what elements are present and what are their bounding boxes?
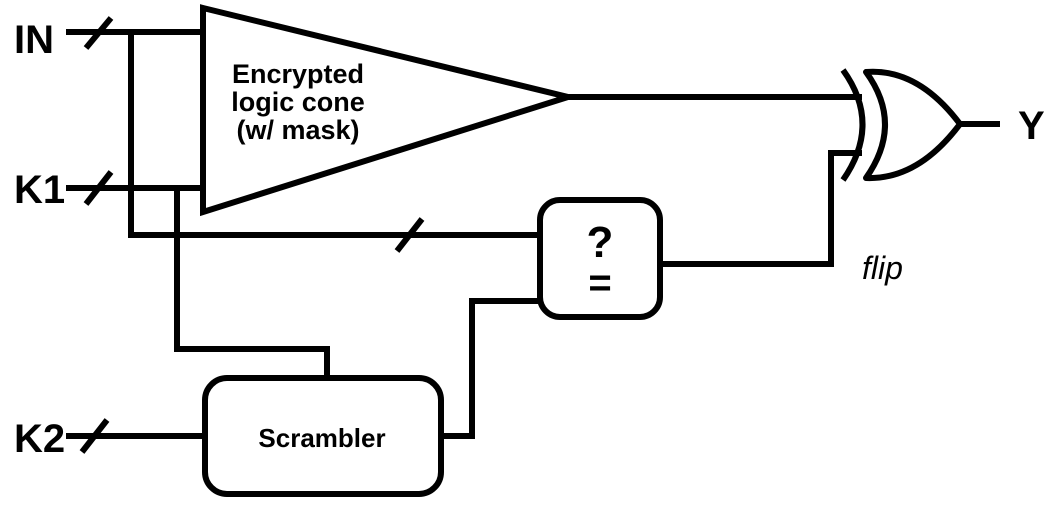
xor-body [863, 68, 963, 182]
comparator-question-mark: ? [587, 218, 614, 267]
scrambler-block [202, 375, 444, 497]
scrambler-to-comparator-wire [441, 298, 540, 439]
xor-gate [840, 68, 963, 182]
k1-to-scrambler-wire [174, 188, 330, 378]
comparator-equals: = [588, 261, 611, 305]
k1-label: K1 [14, 168, 65, 212]
cone-label-line2: logic cone [231, 87, 365, 117]
comparator-block [537, 197, 663, 320]
y-label: Y [1018, 104, 1045, 148]
xor-input-arc [840, 68, 866, 182]
k2-label: K2 [14, 417, 65, 461]
scrambler-label: Scrambler [258, 423, 385, 453]
k2-bus-slash [79, 418, 110, 454]
encrypted-logic-cone [200, 4, 580, 217]
cone-label-line1: Encrypted [232, 59, 364, 89]
in-label: IN [14, 18, 54, 62]
flip-wire [660, 150, 862, 267]
cone-label-line3: (w/ mask) [236, 115, 359, 145]
flip-label: flip [862, 250, 903, 286]
in-bus-slash [83, 16, 114, 50]
in-tap-to-comparator [128, 32, 540, 238]
k1-bus-slash [83, 170, 114, 206]
comparator-bus-slash [394, 217, 425, 253]
